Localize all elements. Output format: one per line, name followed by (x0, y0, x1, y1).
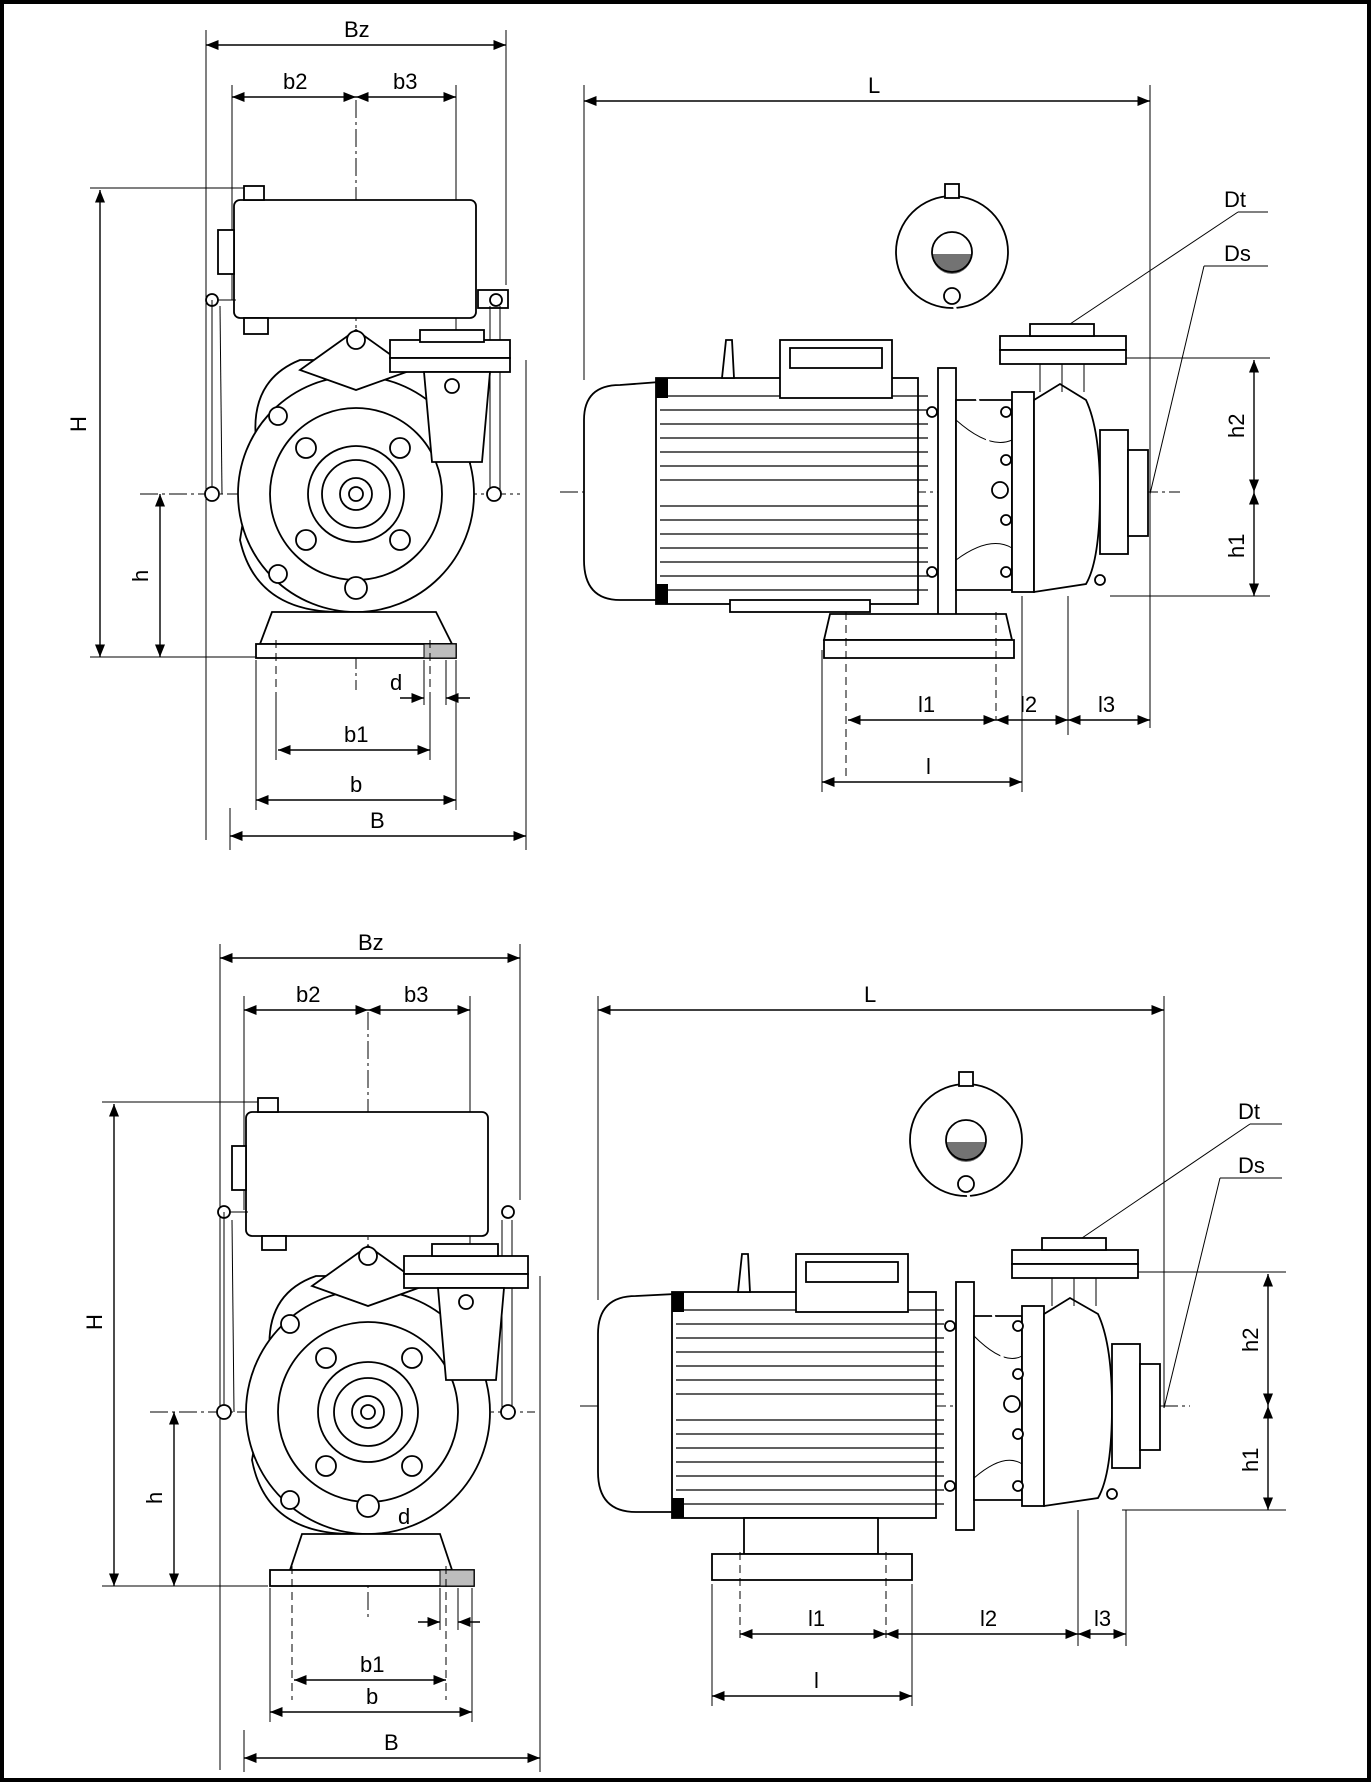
dim-label-h: h (128, 570, 153, 582)
dim-label-d-2: d (398, 1504, 410, 1529)
dim-label-d: d (390, 670, 402, 695)
dim-label-h2: h2 (1224, 414, 1249, 438)
dim-label-l2-2: l2 (980, 1606, 997, 1631)
dim-label-l3: l3 (1098, 692, 1115, 717)
dim-label-b2-2: b2 (296, 982, 320, 1007)
dim-label-Ds-2: Ds (1238, 1153, 1265, 1178)
dim-label-h1-2: h1 (1238, 1448, 1263, 1472)
dim-label-L: L (868, 73, 880, 98)
dim-label-Dt: Dt (1224, 187, 1246, 212)
dim-label-H-2: H (82, 1314, 107, 1330)
dim-label-b1-2: b1 (360, 1652, 384, 1677)
dim-label-l1: l1 (918, 692, 935, 717)
dim-label-l: l (926, 754, 931, 779)
dim-label-b-2: b (366, 1684, 378, 1709)
dim-label-L-2: L (864, 982, 876, 1007)
dim-label-b2: b2 (283, 69, 307, 94)
dim-label-l2: l2 (1020, 692, 1037, 717)
dim-label-h1: h1 (1224, 534, 1249, 558)
bottom-front-view: Bz b2 b3 H h (82, 930, 541, 1772)
dim-label-b: b (350, 772, 362, 797)
dim-label-b1: b1 (344, 722, 368, 747)
dim-label-h2-2: h2 (1238, 1328, 1263, 1352)
dim-label-bz-2: Bz (358, 930, 384, 955)
dim-label-Ds: Ds (1224, 241, 1251, 266)
top-front-view: Bz b2 b3 H h (66, 17, 527, 850)
dim-label-H: H (66, 416, 91, 432)
dim-label-b3-2: b3 (404, 982, 428, 1007)
dim-label-l-2: l (814, 1668, 819, 1693)
dim-label-Dt-2: Dt (1238, 1099, 1260, 1124)
dim-label-bz: Bz (344, 17, 370, 42)
dim-label-l3-2: l3 (1094, 1606, 1111, 1631)
motor-cooling-fins-2 (676, 1309, 944, 1505)
bottom-side-view: L (580, 982, 1286, 1706)
dim-label-b3: b3 (393, 69, 417, 94)
dim-label-l1-2: l1 (808, 1606, 825, 1631)
dim-label-h-2: h (142, 1492, 167, 1504)
dim-label-B-2: B (384, 1730, 399, 1755)
top-side-view: L (560, 73, 1270, 792)
dim-label-B: B (370, 808, 385, 833)
